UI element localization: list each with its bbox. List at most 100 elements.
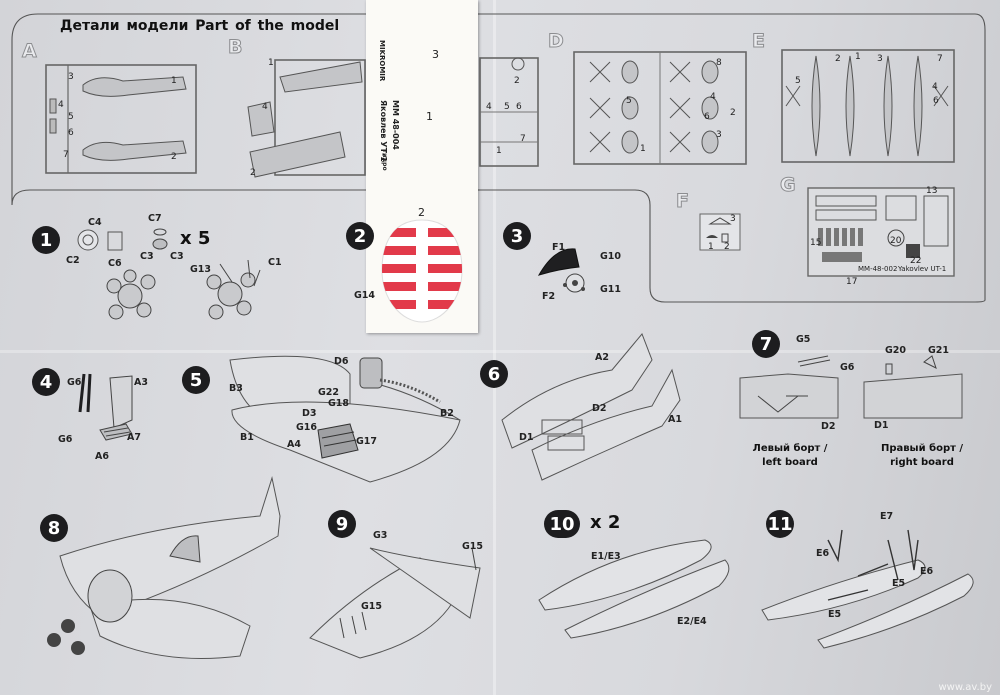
sprue-c-num-1: 1 [496,146,502,156]
step-8-badge: 8 [40,514,68,542]
decal-code: MM 48-004 [391,100,400,150]
step-11-label-e5a: E5 [892,578,906,589]
step-11-badge: 11 [766,510,794,538]
sprue-c-num-5: 5 [504,102,510,112]
sprue-a-num-4: 4 [58,100,64,110]
page-title: Детали модели Part of the model [60,18,340,34]
step-10-drawing [538,539,730,639]
sprue-d-num-5: 5 [626,96,632,106]
step-5-label-g22: G22 [318,387,340,398]
pe-sheet-name: Yakovlev UT-1 [898,265,947,273]
step-4-badge: 4 [32,368,60,396]
step-5-label-a4: A4 [287,439,301,450]
sprue-e-num-3: 3 [877,54,883,64]
step-6-label-a1: A1 [668,414,682,425]
panel-letter-a: A [22,40,38,63]
panel-letter-d: D [548,30,565,53]
fold-line-vertical [493,0,496,695]
decal-num-1: 1 [426,110,433,123]
step-6-label-d2: D2 [592,403,607,414]
sprue-d-num-1: 1 [640,144,646,154]
step-7-drawing [739,355,963,419]
sprue-e-num-6: 6 [933,96,939,106]
sprue-a-num-1: 1 [171,76,177,86]
step-6-badge: 6 [480,360,508,388]
step-7-label-g6: G6 [840,362,855,373]
step-4-label-g6b: G6 [58,434,73,445]
step-11-label-e6a: E6 [816,548,830,559]
step-4-label-g6a: G6 [67,377,82,388]
step-1-badge: 1 [32,226,60,254]
sprue-d-num-3: 3 [716,130,722,140]
left-board-caption-en: left board [762,457,818,468]
step-7-label-g5: G5 [796,334,811,345]
sprue-b-num-1: 1 [268,58,274,68]
sprue-e-num-7: 7 [937,54,943,64]
step-6-drawing [501,333,681,481]
part-f-num-1: 1 [708,242,714,252]
step-10-label-e1e3: E1/E3 [591,551,621,562]
step-11-label-e6b: E6 [920,566,934,577]
sprue-c-drawing [479,57,539,167]
sprue-c-num-2: 2 [514,76,520,86]
sprue-d-drawing [573,51,747,165]
step-7-label-g20: G20 [885,345,907,356]
sprue-d-num-2: 2 [730,108,736,118]
sprue-a-num-7: 7 [63,150,69,160]
pe-num-22: 22 [910,256,922,266]
panel-letter-f: F [676,190,690,213]
step-4-label-a7: A7 [127,432,141,443]
step-1-label-c3a: C3 [140,251,154,262]
sprue-d-num-6: 6 [704,112,710,122]
step-5-label-d6: D6 [334,356,349,367]
step-1-label-c7: C7 [148,213,162,224]
sprue-b-num-4: 4 [262,102,268,112]
step-3-label-f2: F2 [542,291,556,302]
step-3-badge: 3 [503,222,531,250]
step-3-label-g10: G10 [600,251,622,262]
step-7-badge: 7 [752,330,780,358]
sprue-b-drawing [247,59,366,178]
sprue-a-num-6: 6 [68,128,74,138]
step-1-label-c1: C1 [268,257,282,268]
left-board-caption: Левый борт / left board [740,442,840,470]
step-5-label-b1: B1 [240,432,254,443]
step-4-label-a6: A6 [95,451,109,462]
step-9-label-g15b: G15 [361,601,383,612]
watermark: www.av.by [938,682,992,693]
step-5-label-b3: B3 [229,383,243,394]
right-board-caption-ru: Правый борт / [880,443,964,454]
step-5-label-g16: G16 [296,422,318,433]
sprue-c-num-7: 7 [520,134,526,144]
fold-line-horizontal [0,350,1000,353]
decal-card: MIKROMIR MM 48-004 Яковлев УТ-1 гидро 1 … [366,0,478,333]
step-8-drawing [47,476,281,659]
step-10-multiplier: x 2 [590,512,621,533]
step-3-label-f1: F1 [552,242,566,253]
step-9-label-g3: G3 [373,530,388,541]
step-10-label-e2e4: E2/E4 [677,616,707,627]
step-11-label-e5b: E5 [828,609,842,620]
panel-letter-g: G [780,174,797,197]
step-2-badge: 2 [346,222,374,250]
sprue-a-num-5: 5 [68,112,74,122]
step-6-label-a2: A2 [595,352,609,363]
step-5-label-d3: D3 [302,408,317,419]
right-board-caption: Правый борт / right board [870,442,974,470]
step-1-label-c6: C6 [108,258,122,269]
step-11-label-e7: E7 [880,511,894,522]
right-board-caption-en: right board [890,457,954,468]
sprue-e-num-5: 5 [795,76,801,86]
step-1-label-c4: C4 [88,217,102,228]
sprue-c-num-4: 4 [486,102,492,112]
sprue-d-num-8: 8 [716,58,722,68]
step-1-label-g13: G13 [190,264,212,275]
step-7-label-d1: D1 [874,420,889,431]
step-4-label-a3: A3 [134,377,148,388]
sprue-a-drawing [45,64,197,174]
part-f-num-2: 2 [724,242,730,252]
decal-num-2: 2 [418,206,425,219]
decal-roundel [381,219,463,323]
sprue-e-num-1: 1 [855,52,861,62]
